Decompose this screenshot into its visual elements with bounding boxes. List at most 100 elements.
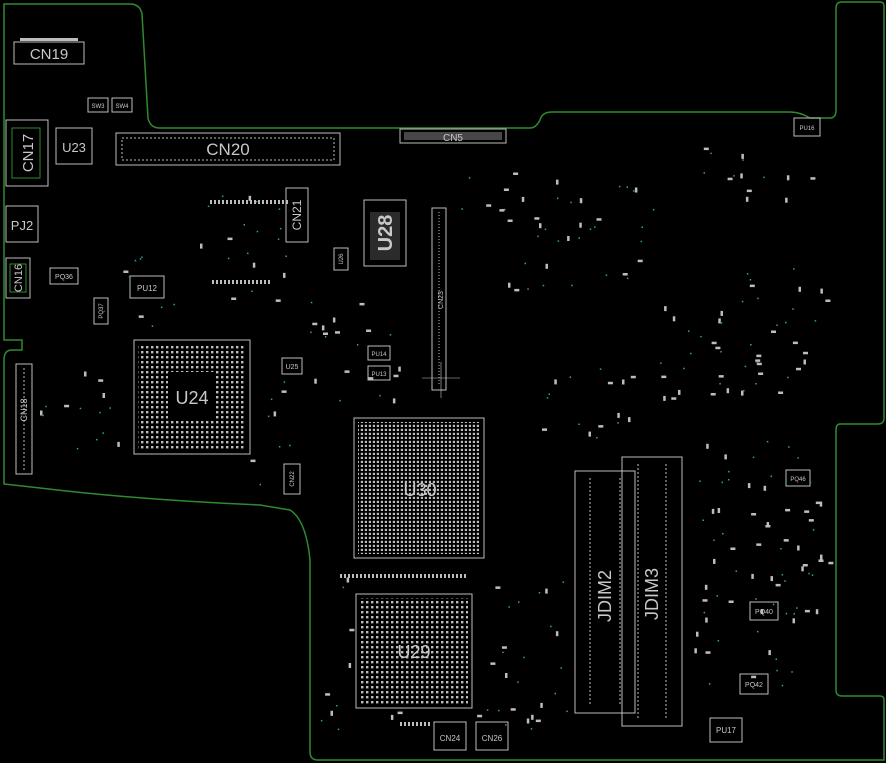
label-CN22: CN22 [290,471,296,487]
component-PQ46: PQ46 [785,469,811,487]
via [530,728,533,730]
smd-pad [765,525,771,528]
smd-pad [231,297,237,300]
smd-pad [717,508,721,513]
pin-pad [248,280,250,284]
component-CN18: CN18 [15,363,33,475]
via [784,580,786,582]
pin-pad [460,574,462,578]
pin-pad [400,574,402,578]
pin-pad [396,574,398,578]
pin-pad [212,280,214,284]
label-U30: U30 [403,480,436,500]
component-CN21: CN21 [285,187,309,243]
via [279,227,282,230]
via [562,581,565,583]
smd-pad [818,559,824,562]
pin-pad [436,574,438,578]
smd-pad [312,322,318,326]
via [461,208,463,210]
smd-pad [64,404,70,408]
pin-pad [428,574,430,578]
via [781,684,784,687]
pin-pad [416,574,418,578]
smd-pad [756,543,762,546]
smd-pad [98,379,104,382]
label-U28: U28 [375,215,397,252]
component-U25: U25 [281,357,303,375]
smd-pad [596,218,602,221]
smd-pad [526,718,530,724]
smd-pad [696,631,699,637]
via [811,574,814,576]
component-CN22: CN22 [283,463,301,495]
label-CN5: CN5 [443,133,463,144]
smd-pad [664,306,667,312]
smd-pad [705,617,708,623]
smd-pad [490,662,496,665]
pin-pad [452,574,454,578]
smd-pad [718,375,724,378]
via [743,390,745,392]
component-PU14: PU14 [367,345,391,361]
via [722,533,724,535]
pin-pad [388,574,390,578]
label-JDIM3: JDIM3 [642,568,662,620]
pin-pad [252,280,254,284]
pin-pad [264,280,266,284]
smd-pad [539,223,542,229]
smd-pad [718,318,721,324]
smd-pad [514,288,520,292]
pin-pad [232,280,234,284]
via [720,322,723,324]
via [699,480,701,482]
smd-pad [786,175,790,181]
pin-pad [246,200,248,204]
smd-pad [661,375,667,379]
pin-pad [230,200,232,204]
smd-pad [804,510,810,513]
label-CN23: CN23 [438,291,445,309]
smd-pad [763,485,767,491]
pin-pad [456,574,458,578]
component-CN19: CN19 [13,38,85,65]
smd-pad [760,609,764,615]
smd-pad [775,583,781,587]
via [589,228,592,230]
smd-pad [477,714,483,718]
via [775,658,777,660]
pin-pad [222,200,224,204]
smd-pad [117,441,120,447]
component-PQ42: PQ42 [739,673,769,695]
via [173,303,175,306]
via [544,228,547,231]
smd-pad [771,330,776,333]
smd-pad [828,561,834,565]
smd-pad [501,646,507,649]
label-CN24: CN24 [440,734,461,743]
via [139,258,142,260]
smd-pad [803,351,808,355]
via [548,393,550,395]
via [683,367,685,370]
via [690,352,692,355]
smd-pad [758,372,764,375]
smd-pad [797,545,800,551]
via [310,301,313,304]
component-PQ40: PQ40 [749,601,779,621]
pin-pad [286,200,288,204]
via [221,195,224,198]
component-PU13: PU13 [367,365,391,381]
pin-pad [352,574,354,578]
smd-pad [346,577,350,583]
via [717,640,720,642]
pin-pad [268,280,270,284]
pin-pad [226,200,228,204]
via [578,237,580,239]
label-U25: U25 [286,364,299,371]
label-U23: U23 [62,140,86,155]
via [270,398,273,401]
smd-pad [521,196,525,202]
smd-pad [227,237,233,241]
smd-pad [819,501,823,507]
